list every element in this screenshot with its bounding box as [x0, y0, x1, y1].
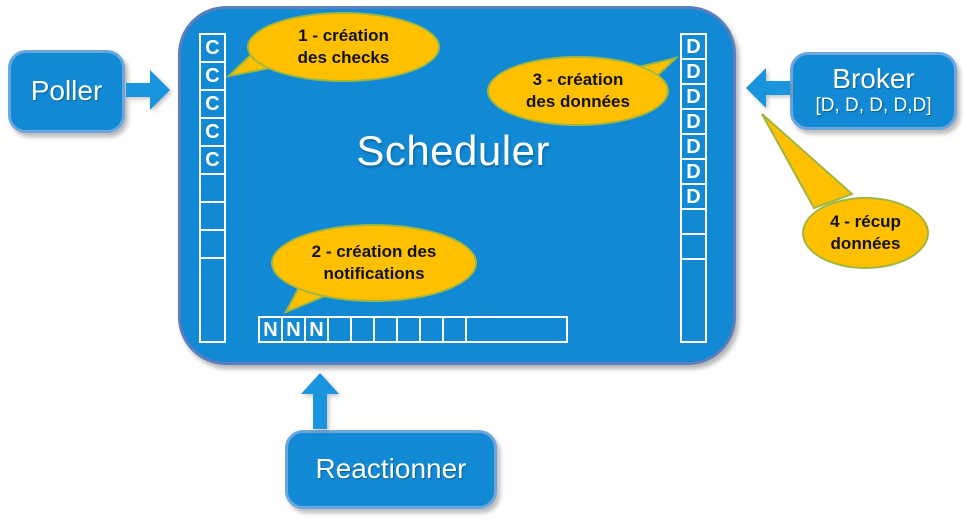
queue-cell [327, 316, 352, 343]
notifications-queue: N N N [258, 316, 568, 343]
queue-cell: D [680, 58, 707, 85]
scheduler-title: Scheduler [356, 127, 550, 174]
broker-node: Broker [D, D, D, D,D] [790, 52, 957, 130]
arrow-reactionner-to-scheduler-icon [301, 373, 339, 429]
queue-cell [396, 316, 421, 343]
queue-cell: D [680, 133, 707, 160]
speech-bubble-1: 1 - création des checks [247, 12, 440, 82]
queue-cell: D [680, 33, 707, 60]
speech-bubble-4: 4 - récup données [802, 197, 929, 269]
queue-cell: D [680, 108, 707, 135]
queue-cell: N [304, 316, 329, 343]
queue-cell: D [680, 183, 707, 210]
bubble-2-line1: 2 - création des [311, 241, 437, 261]
queue-cell [680, 208, 707, 235]
queue-cell [680, 233, 707, 260]
poller-node: Poller [8, 50, 125, 133]
speech-bubble-2: 2 - création des notifications [271, 224, 477, 302]
bubble-3-line1: 3 - création [532, 69, 624, 89]
reactionner-node: Reactionner [285, 430, 497, 509]
queue-cell: C [199, 145, 226, 175]
bubble-1-line2: des checks [297, 48, 390, 67]
queue-cell [199, 173, 226, 203]
data-queue: D D D D D D D [680, 33, 707, 343]
queue-cell: N [281, 316, 306, 343]
broker-label: Broker [832, 63, 915, 95]
broker-sublabel: [D, D, D, D,D] [815, 95, 932, 116]
queue-cell: C [199, 117, 226, 147]
queue-cell [465, 316, 568, 343]
queue-cell [199, 257, 226, 343]
poller-label: Poller [30, 75, 103, 107]
queue-cell: C [199, 89, 226, 119]
queue-cell [373, 316, 398, 343]
queue-cell: D [680, 158, 707, 185]
queue-cell: N [258, 316, 283, 343]
arrow-broker-to-scheduler-icon [746, 68, 790, 108]
bubble-4-line2: données [830, 234, 901, 253]
queue-cell [350, 316, 375, 343]
bubble-3-line2: des données [526, 92, 630, 111]
queue-cell [419, 316, 444, 343]
bubble-1-line1: 1 - création [298, 25, 389, 45]
bubble-4-line1: 4 - récup [830, 211, 901, 231]
queue-cell [199, 229, 226, 259]
queue-cell [199, 201, 226, 231]
queue-cell [680, 258, 707, 343]
arrow-poller-to-scheduler-icon [126, 70, 170, 110]
speech-bubble-3: 3 - création des données [487, 56, 669, 126]
reactionner-label: Reactionner [315, 453, 467, 485]
queue-cell [442, 316, 467, 343]
bubble-2-line2: notifications [323, 264, 425, 283]
checks-queue: C C C C C [199, 33, 226, 343]
queue-cell: D [680, 83, 707, 110]
